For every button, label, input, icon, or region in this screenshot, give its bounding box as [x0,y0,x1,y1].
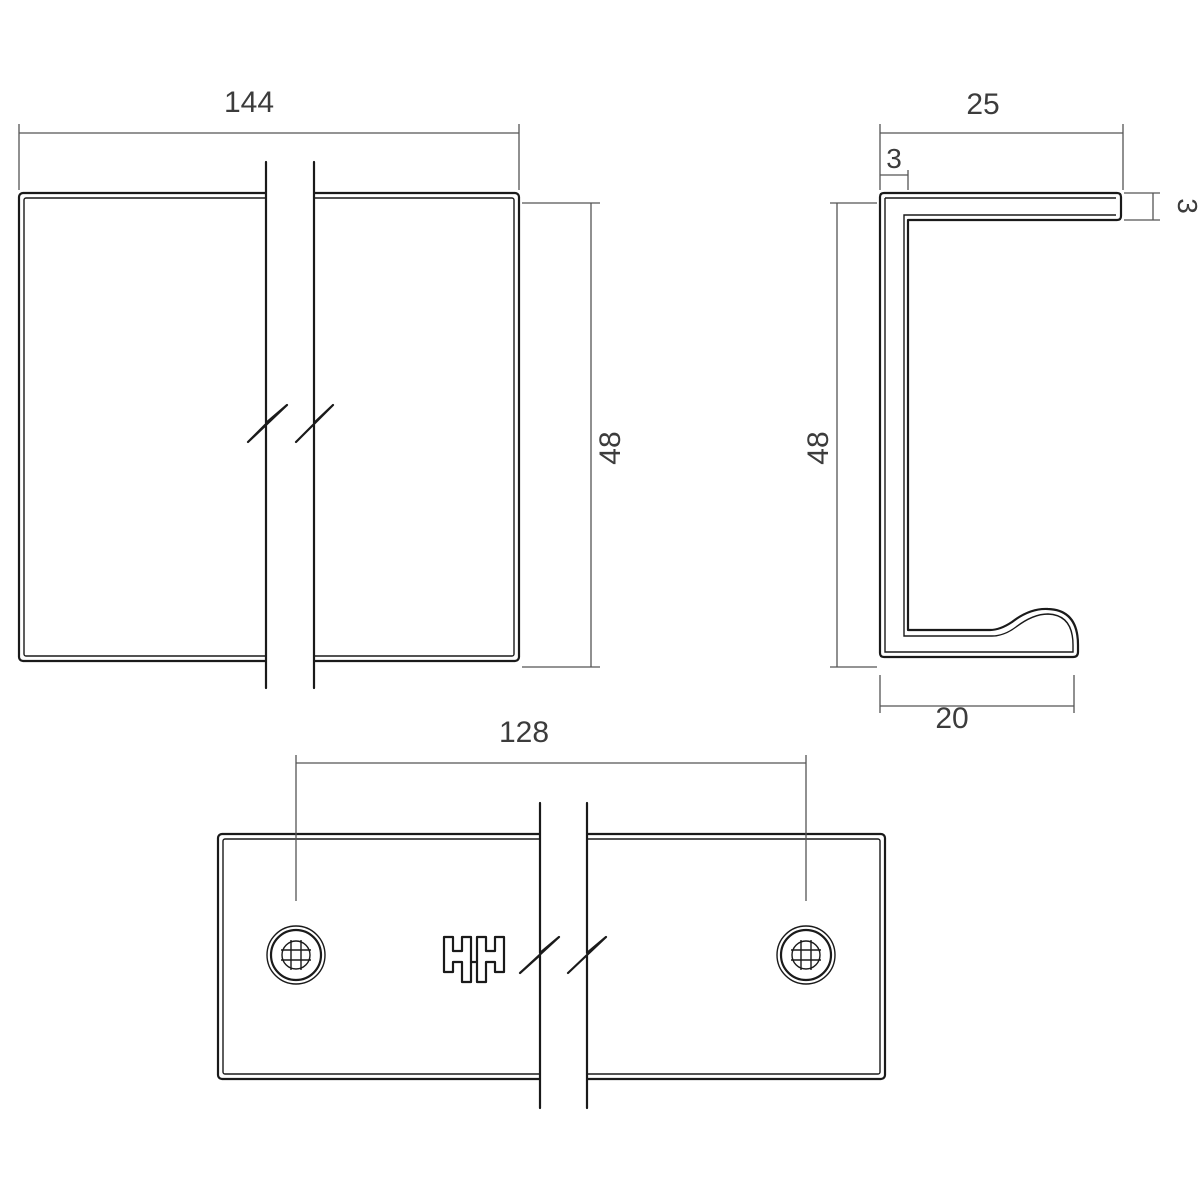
bottom-view: 128 [216,716,887,1110]
side-view: 25 3 3 48 20 [802,88,1200,735]
front-break-line-left [246,160,289,690]
right-screw-hole-icon [776,925,836,985]
side-lip-label: 3 [1172,198,1200,214]
bottom-break-mask [527,800,587,1110]
front-break-line-right [294,160,335,690]
side-height-label: 48 [802,431,835,464]
bottom-spacing-label: 128 [499,716,549,749]
side-depth-label: 25 [966,88,999,121]
side-thickness-label: 3 [886,143,902,174]
bottom-break-line-right [566,801,608,1110]
left-screw-hole-icon [266,925,326,985]
side-profile-outline [878,191,1123,659]
front-width-label: 144 [224,86,274,119]
front-view: 144 48 [17,86,627,700]
bottom-break-line-left [518,801,561,1110]
hh-logo-icon [442,935,506,984]
side-profile-inner-edge [884,197,1116,653]
front-break-mask [250,150,315,700]
front-height-label: 48 [594,431,627,464]
side-base-label: 20 [935,702,968,735]
